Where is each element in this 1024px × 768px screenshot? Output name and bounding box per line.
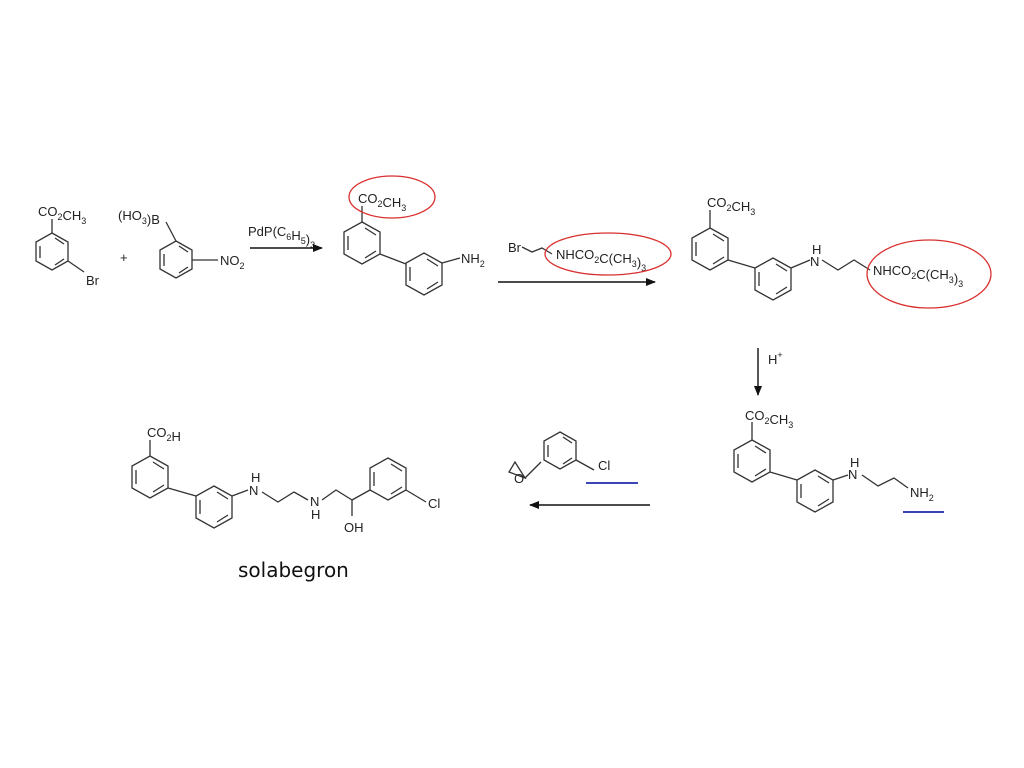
intermediate-free-amine: CO2CH3 H N NH2 <box>733 408 934 513</box>
product-name-caption: solabegron <box>238 558 349 582</box>
boc-reagent-highlight-circle <box>544 232 672 276</box>
epoxide-chloro-label: Cl <box>598 458 610 473</box>
boronic-acid-label: (HO3)B <box>118 208 160 227</box>
starting-material-nitrophenylboronic-acid: (HO3)B NO2 <box>118 208 245 279</box>
boc-group-highlight-circle <box>866 239 992 309</box>
int3-nh-h-label: H <box>850 455 859 470</box>
reagent2-bromo-label: Br <box>508 240 522 255</box>
int2-boc-label: NHCO2C(CH3)3 <box>873 263 963 289</box>
catalyst-label: PdP(C6H5)3 <box>248 224 315 250</box>
acid-reagent-label: H+ <box>768 350 783 367</box>
sm1-bromo-label: Br <box>86 273 100 288</box>
product-acid-label: CO2H <box>147 425 181 444</box>
int3-amine-label: NH2 <box>910 485 934 503</box>
reagent2-boc-label: NHCO2C(CH3)3 <box>556 247 646 273</box>
intermediate-boc-protected: CO2CH3 H N NHCO2C(CH3)3 <box>691 195 963 301</box>
int2-ester-label: CO2CH3 <box>707 195 755 217</box>
reagent-boc-bromoethylamine: Br NHCO2C(CH3)3 <box>508 240 646 273</box>
int1-amine-label: NH2 <box>461 251 485 269</box>
product-solabegron: CO2H H N N H OH Cl <box>131 425 440 535</box>
sm1-ester-label: CO2CH3 <box>38 204 86 226</box>
ester-highlight-circle <box>348 175 436 219</box>
product-nh2-n-label: N <box>310 494 319 509</box>
int1-ester-label: CO2CH3 <box>358 191 406 213</box>
int3-ester-label: CO2CH3 <box>745 408 793 430</box>
product-hydroxyl-label: OH <box>344 520 364 535</box>
reaction-arrow-3: H+ <box>754 348 783 396</box>
plus-sign: + <box>120 250 128 265</box>
reagent-chlorophenyl-epoxide: O Cl <box>508 431 610 486</box>
product-chloro-label: Cl <box>428 496 440 511</box>
starting-material-bromobenzoate: CO2CH3 Br <box>35 204 100 288</box>
int2-nh-h-label: H <box>812 242 821 257</box>
intermediate-aminobiphenyl-ester: CO2CH3 NH2 <box>343 191 485 296</box>
product-nh1-h-label: H <box>251 470 260 485</box>
int3-nh-n-label: N <box>848 467 857 482</box>
nitro-label: NO2 <box>220 253 245 271</box>
epoxide-oxygen-label: O <box>514 471 524 486</box>
reaction-arrow-1: PdP(C6H5)3 <box>248 224 323 252</box>
product-nh1-n-label: N <box>249 483 258 498</box>
int2-nh-n-label: N <box>810 254 819 269</box>
product-nh2-h-label: H <box>311 507 320 522</box>
